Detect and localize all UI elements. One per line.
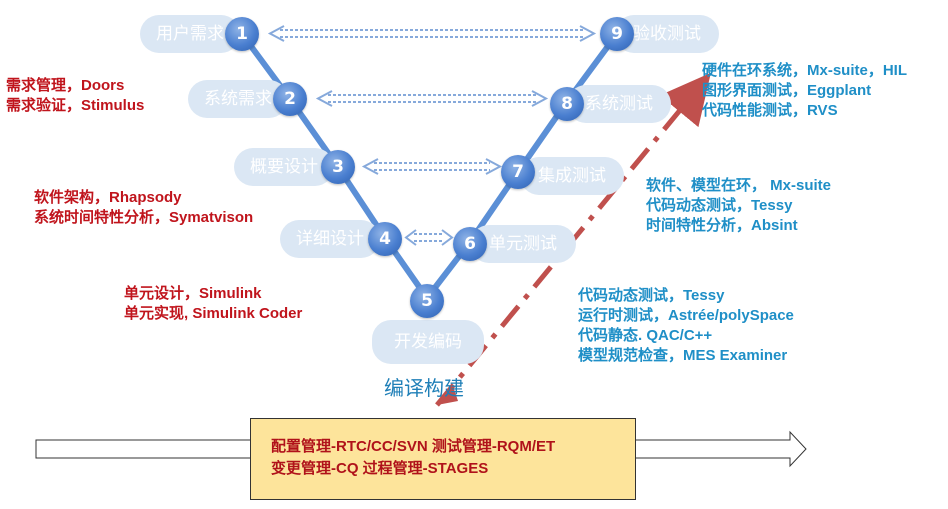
stage-label-text: 单元测试 bbox=[489, 234, 557, 254]
note-line: 时间特性分析，Absint bbox=[646, 217, 798, 234]
stage-system-requirements: 系统需求 bbox=[188, 80, 288, 118]
stage-number-8: 8 bbox=[550, 87, 584, 121]
stage-number-7: 7 bbox=[501, 155, 535, 189]
stage-label-text: 详细设计 bbox=[296, 229, 364, 249]
note-line: 硬件在环系统，Mx-suite，HIL bbox=[702, 62, 908, 79]
note-line: 需求验证，Stimulus bbox=[6, 97, 145, 114]
stage-detailed-design: 详细设计 bbox=[280, 220, 380, 258]
stage-label-text: 用户需求 bbox=[156, 24, 224, 44]
arrow-4-6 bbox=[404, 229, 454, 246]
stage-number-2: 2 bbox=[273, 82, 307, 116]
arrow-1-9 bbox=[267, 25, 597, 42]
stage-user-requirements: 用户需求 bbox=[140, 15, 240, 53]
note-line: 软件架构，Rhapsody bbox=[34, 189, 182, 206]
architecture-tools-note: 软件架构，Rhapsody 系统时间特性分析，Symatvison bbox=[34, 188, 253, 228]
note-line: 单元实现, Simulink Coder bbox=[124, 305, 303, 322]
stage-label-text: 开发编码 bbox=[394, 332, 462, 352]
stage-number-1: 1 bbox=[225, 17, 259, 51]
note-line: 需求管理，Doors bbox=[6, 77, 125, 94]
stage-high-level-design: 概要设计 bbox=[234, 148, 334, 186]
stage-label-text: 系统测试 bbox=[585, 94, 653, 114]
stage-label-text: 概要设计 bbox=[250, 157, 318, 177]
note-line: 运行时测试，Astrée/polySpace bbox=[578, 307, 794, 324]
stage-number-6: 6 bbox=[453, 227, 487, 261]
management-line-1: 配置管理-RTC/CC/SVN 测试管理-RQM/ET bbox=[271, 438, 556, 455]
management-line-2: 变更管理-CQ 过程管理-STAGES bbox=[271, 460, 489, 477]
system-test-tools-note: 硬件在环系统，Mx-suite，HIL 图形界面测试，Eggplant 代码性能… bbox=[702, 61, 907, 121]
correspondence-arrows bbox=[267, 25, 597, 246]
build-label: 编译构建 bbox=[384, 376, 464, 400]
stage-unit-test: 单元测试 bbox=[470, 225, 576, 263]
stage-label-text: 集成测试 bbox=[538, 166, 606, 186]
stage-integration-test: 集成测试 bbox=[520, 157, 624, 195]
note-line: 代码性能测试，RVS bbox=[702, 102, 838, 119]
note-line: 代码动态测试，Tessy bbox=[646, 197, 793, 214]
unit-test-tools-note: 代码动态测试，Tessy 运行时测试，Astrée/polySpace 代码静态… bbox=[578, 286, 794, 366]
note-line: 单元设计，Simulink bbox=[124, 285, 262, 302]
note-line: 模型规范检查，MES Examiner bbox=[578, 347, 788, 364]
note-line: 代码静态. QAC/C++ bbox=[578, 327, 713, 344]
stage-system-test: 系统测试 bbox=[567, 85, 671, 123]
arrow-3-7 bbox=[361, 158, 503, 175]
note-line: 软件、模型在环， Mx-suite bbox=[646, 177, 832, 194]
stage-number-5: 5 bbox=[410, 284, 444, 318]
unit-design-tools-note: 单元设计，Simulink 单元实现, Simulink Coder bbox=[124, 284, 302, 324]
stage-number-3: 3 bbox=[321, 150, 355, 184]
arrow-2-8 bbox=[315, 90, 549, 107]
stage-number-9: 9 bbox=[600, 17, 634, 51]
integration-test-tools-note: 软件、模型在环， Mx-suite 代码动态测试，Tessy 时间特性分析，Ab… bbox=[646, 176, 831, 236]
note-line: 系统时间特性分析，Symatvison bbox=[34, 209, 254, 226]
requirements-tools-note: 需求管理，Doors 需求验证，Stimulus bbox=[6, 76, 144, 116]
management-tools-box: 配置管理-RTC/CC/SVN 测试管理-RQM/ET 变更管理-CQ 过程管理… bbox=[250, 418, 636, 500]
stage-label-text: 验收测试 bbox=[633, 24, 701, 44]
stage-coding: 开发编码 bbox=[372, 320, 484, 364]
stage-label-text: 系统需求 bbox=[204, 89, 272, 109]
build-arrow-head bbox=[437, 383, 458, 405]
stage-number-4: 4 bbox=[368, 222, 402, 256]
note-line: 图形界面测试，Eggplant bbox=[702, 82, 872, 99]
note-line: 代码动态测试，Tessy bbox=[578, 287, 725, 304]
